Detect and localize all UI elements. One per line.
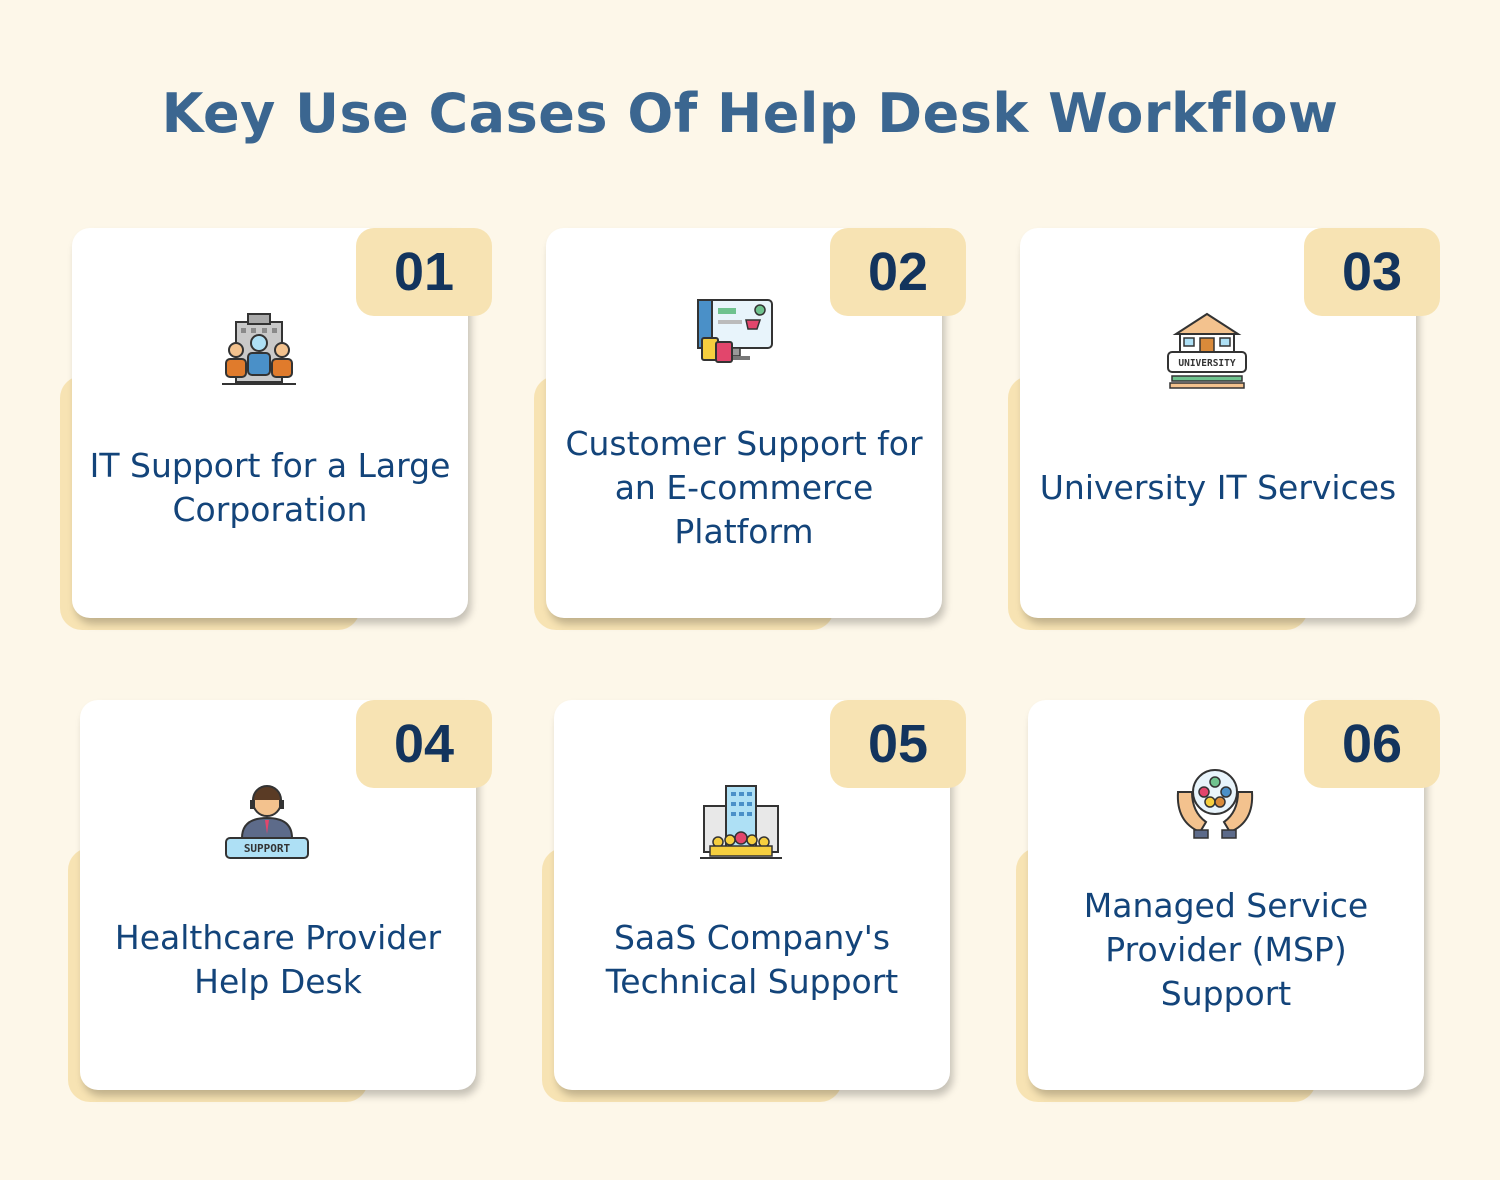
ecommerce-icon [697,299,773,363]
svg-text:UNIVERSITY: UNIVERSITY [1178,358,1235,369]
use-case-card-1: 01 IT Support for a Large Corporation [60,228,492,630]
card-number-badge: 04 [356,700,492,788]
card-label: Managed Service Provider (MSP) Support [1083,886,1369,1013]
card-label: SaaS Company's Technical Support [605,918,899,1001]
card-number-badge: 02 [830,228,966,316]
card-number-badge: 03 [1304,228,1440,316]
support-agent-icon: SUPPORT [225,785,309,859]
company-building-icon [700,785,782,859]
corporate-team-icon [222,313,296,385]
use-case-card-6: 06 Managed Service Provider (MSP) Suppor… [1016,700,1448,1102]
card-label: IT Support for a Large Corporation [89,446,451,529]
card-label: Healthcare Provider Help Desk [114,918,442,1001]
card-number-badge: 06 [1304,700,1440,788]
use-case-card-5: 05 SaaS Company's Technical Support [542,700,974,1102]
card-number-badge: 01 [356,228,492,316]
card-label: University IT Services [1039,468,1397,507]
use-case-card-2: 02 Customer Support for an E-commerce Pl… [534,228,966,630]
card-number-badge: 05 [830,700,966,788]
hands-community-icon [1176,769,1254,839]
university-icon: UNIVERSITY [1167,312,1247,389]
card-label: Customer Support for an E-commerce Platf… [565,424,923,551]
page-title: Key Use Cases Of Help Desk Workflow [161,82,1339,145]
use-case-card-4: 04 SUPPORT Healthcare Provider Help Desk [68,700,500,1102]
use-case-card-3: 03 UNIVERSITY University IT Services [1008,228,1440,630]
svg-text:SUPPORT: SUPPORT [244,842,291,855]
